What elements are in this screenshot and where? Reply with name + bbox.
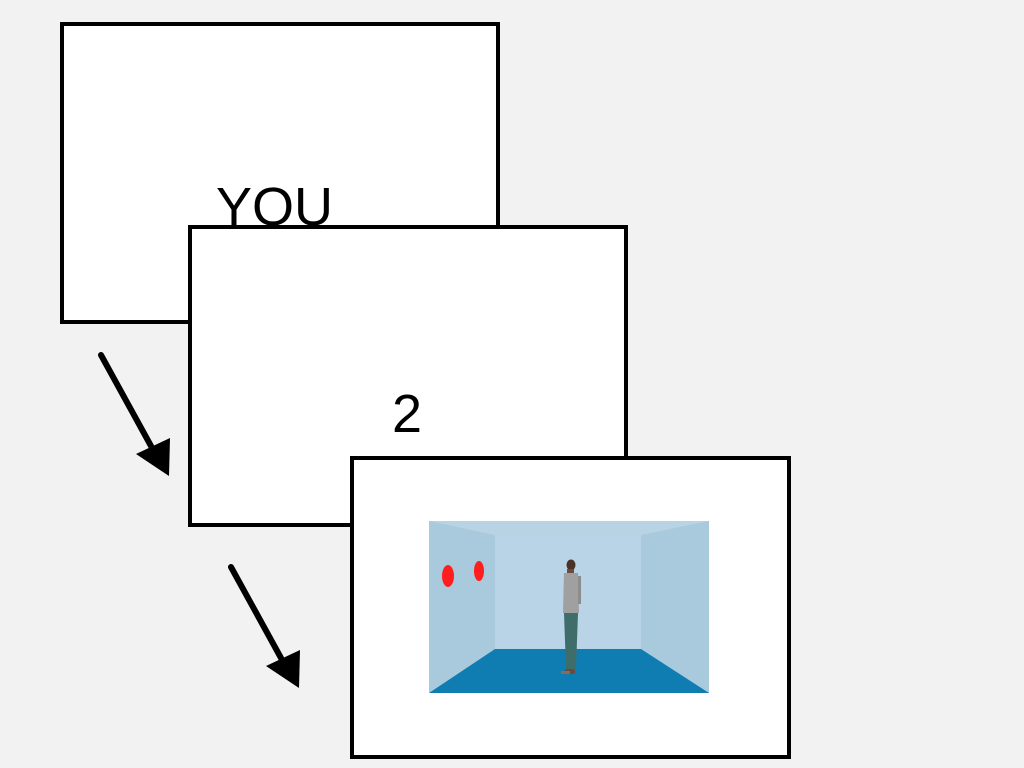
arrow-down-right-icon	[98, 352, 170, 476]
number-label: 2	[392, 384, 423, 444]
arrow-down-right-icon	[228, 564, 300, 688]
room-scene-image	[429, 521, 709, 693]
red-target-icon	[442, 565, 454, 587]
person-figure-icon	[561, 559, 581, 674]
frame-room-scene	[350, 456, 791, 759]
right-wall	[641, 521, 709, 693]
red-target-icon	[474, 561, 484, 581]
